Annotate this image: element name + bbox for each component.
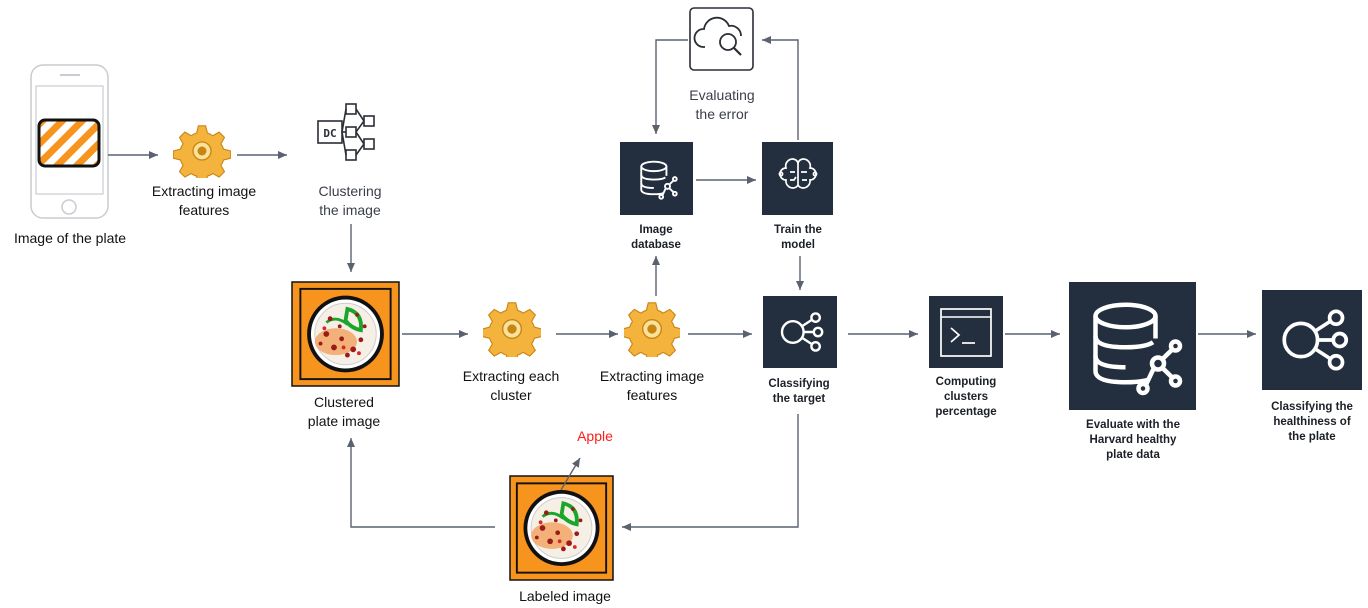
label-evaluating-error: Evaluating the error [689, 87, 755, 122]
clustered-plate-image [291, 281, 400, 387]
label-evaluate-harvard: Evaluate with the Harvard healthy plate … [1086, 419, 1180, 461]
gear-icon [173, 125, 231, 178]
label-labeled-image: Labeled image [519, 588, 611, 604]
label-image-of-plate: Image of the plate [13, 230, 127, 246]
terminal-icon [929, 296, 1003, 368]
label-extracting-image-features: Extracting image features [151, 183, 257, 218]
gear-icon [624, 302, 680, 357]
smartphone-icon [30, 64, 109, 219]
brain-model-icon [762, 142, 833, 215]
labeled-plate-image [509, 475, 614, 581]
label-computing-clusters: Computing clusters percentage [935, 376, 997, 418]
gear-icon [483, 302, 541, 357]
label-clustered-plate: Clustered plate image [307, 394, 381, 429]
label-classifying-target: Classifying the target [768, 378, 830, 405]
database-icon [1069, 282, 1196, 410]
label-train-model: Train the model [774, 224, 822, 251]
cloud-search-icon [689, 7, 754, 71]
flow-arrows [108, 36, 1256, 531]
dc-cluster-icon: DC [317, 103, 375, 161]
label-clustering-image: Clustering the image [318, 183, 382, 218]
classifier-icon [1262, 290, 1362, 390]
label-classifying-healthiness: Classifying the healthiness of the plate [1271, 401, 1353, 443]
label-extracting-each-cluster: Extracting each cluster [462, 368, 560, 403]
svg-text:DC: DC [323, 127, 336, 140]
label-apple: Apple [577, 428, 613, 444]
database-icon [620, 142, 693, 215]
label-image-database: Image database [631, 224, 681, 251]
label-extracting-image-features-2: Extracting image features [599, 368, 705, 403]
classifier-icon [763, 296, 837, 368]
